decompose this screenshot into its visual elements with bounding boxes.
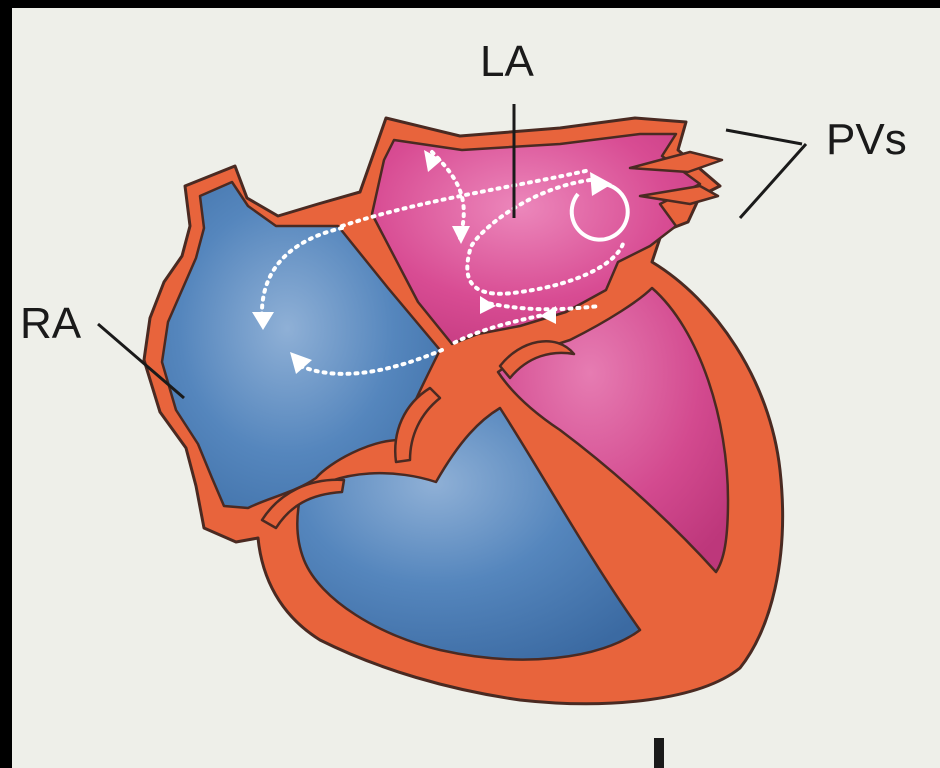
left-atrium-label: LA [480,40,534,84]
bottom-arrow-stub [654,738,664,768]
pvs-leader-line-upper [726,130,802,144]
pulmonary-veins-label: PVs [826,118,907,162]
pvs-leader-line-lower [740,144,806,218]
right-atrium-label: RA [20,302,81,346]
